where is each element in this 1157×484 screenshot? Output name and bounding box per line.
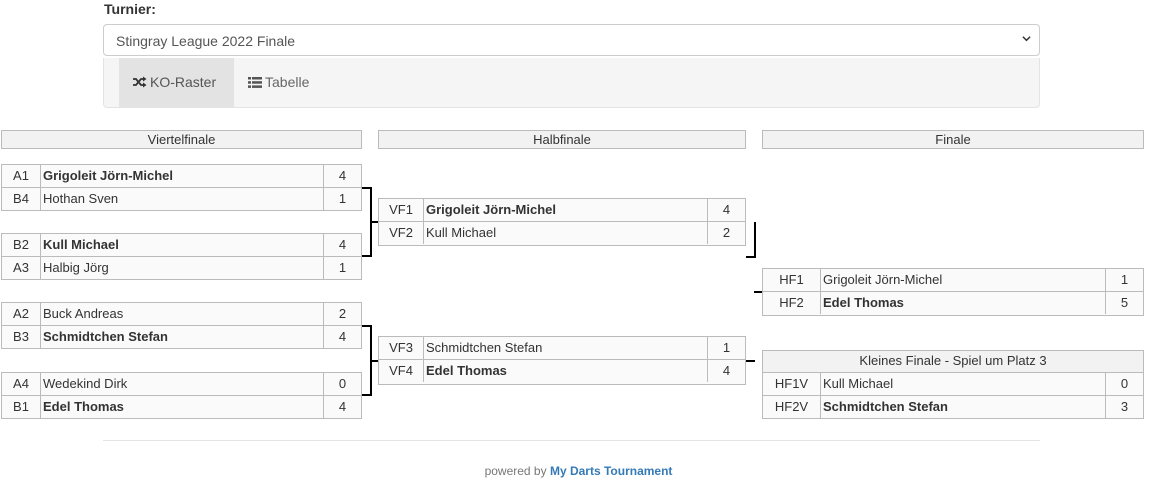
bracket-connector <box>371 221 379 223</box>
tab-tabelle-label: Tabelle <box>265 74 310 90</box>
seed-code: HF1V <box>763 373 821 395</box>
tournament-select[interactable]: Stingray League 2022 Finale <box>103 24 1040 56</box>
player-score: 4 <box>707 360 745 382</box>
player-name: Kull Michael <box>43 237 119 252</box>
player-name: Schmidtchen Stefan <box>426 340 543 355</box>
player-score: 1 <box>707 337 745 359</box>
player-score: 1 <box>1105 269 1143 291</box>
seed-code: B2 <box>2 234 41 256</box>
player-score: 4 <box>323 165 361 187</box>
shuffle-icon <box>133 76 147 88</box>
player-score: 4 <box>707 199 745 221</box>
round-header-final: Finale <box>762 130 1144 149</box>
tournament-label: Turnier: <box>104 1 156 17</box>
footer-prefix: powered by <box>484 464 547 478</box>
player-score: 3 <box>1105 396 1143 418</box>
tournament-select-value: Stingray League 2022 Finale <box>116 33 296 49</box>
player-name: Edel Thomas <box>43 399 124 414</box>
player-name: Kull Michael <box>426 225 497 240</box>
player-name: Schmidtchen Stefan <box>823 399 948 414</box>
seed-code: VF1 <box>379 199 424 221</box>
player-name: Halbig Jörg <box>43 260 109 275</box>
seed-code: B1 <box>2 396 41 418</box>
footer-link[interactable]: My Darts Tournament <box>549 464 673 478</box>
player-score: 1 <box>323 188 361 210</box>
player-score: 0 <box>323 373 361 395</box>
list-icon <box>248 77 262 88</box>
seed-code: VF3 <box>379 337 424 359</box>
player-name: Hothan Sven <box>43 191 119 206</box>
footer: powered by My Darts Tournament <box>0 464 1157 478</box>
tab-ko-raster-label: KO-Raster <box>150 74 217 90</box>
tab-tabelle[interactable]: Tabelle <box>234 58 323 107</box>
seed-code: HF1 <box>763 269 821 291</box>
player-name: Kull Michael <box>823 376 894 391</box>
player-score: 1 <box>323 257 361 279</box>
footer-divider <box>103 440 1040 441</box>
seed-code: VF4 <box>379 360 424 382</box>
seed-code: A2 <box>2 303 41 325</box>
seed-code: HF2 <box>763 292 821 314</box>
player-score: 4 <box>323 326 361 348</box>
player-score: 0 <box>1105 373 1143 395</box>
round-header-semifinal: Halbfinale <box>378 130 746 149</box>
round-header-third-place: Kleines Finale - Spiel um Platz 3 <box>762 350 1144 372</box>
bracket-connector <box>371 360 379 362</box>
player-score: 2 <box>707 222 745 244</box>
seed-code: VF2 <box>379 222 424 244</box>
round-header-quarterfinal: Viertelfinale <box>1 130 362 149</box>
seed-code: A4 <box>2 373 41 395</box>
player-name: Buck Andreas <box>43 306 124 321</box>
seed-code: HF2V <box>763 396 821 418</box>
chevron-down-icon <box>1022 36 1031 42</box>
player-name: Wedekind Dirk <box>43 376 128 391</box>
tab-ko-raster[interactable]: KO-Raster <box>119 58 234 107</box>
player-name: Schmidtchen Stefan <box>43 329 168 344</box>
player-score: 4 <box>323 396 361 418</box>
bracket-connector <box>746 222 756 258</box>
player-name: Grigoleit Jörn-Michel <box>43 168 174 183</box>
bracket-connector <box>746 360 755 362</box>
player-score: 4 <box>323 234 361 256</box>
player-name: Edel Thomas <box>426 363 507 378</box>
seed-code: A1 <box>2 165 41 187</box>
player-score: 2 <box>323 303 361 325</box>
player-name: Grigoleit Jörn-Michel <box>823 272 943 287</box>
player-name: Edel Thomas <box>823 295 904 310</box>
bracket-connector <box>754 291 763 293</box>
seed-code: B4 <box>2 188 41 210</box>
view-tabs: KO-Raster Tabelle <box>103 58 1040 108</box>
player-name: Grigoleit Jörn-Michel <box>426 202 557 217</box>
seed-code: B3 <box>2 326 41 348</box>
seed-code: A3 <box>2 257 41 279</box>
player-score: 5 <box>1105 292 1143 314</box>
